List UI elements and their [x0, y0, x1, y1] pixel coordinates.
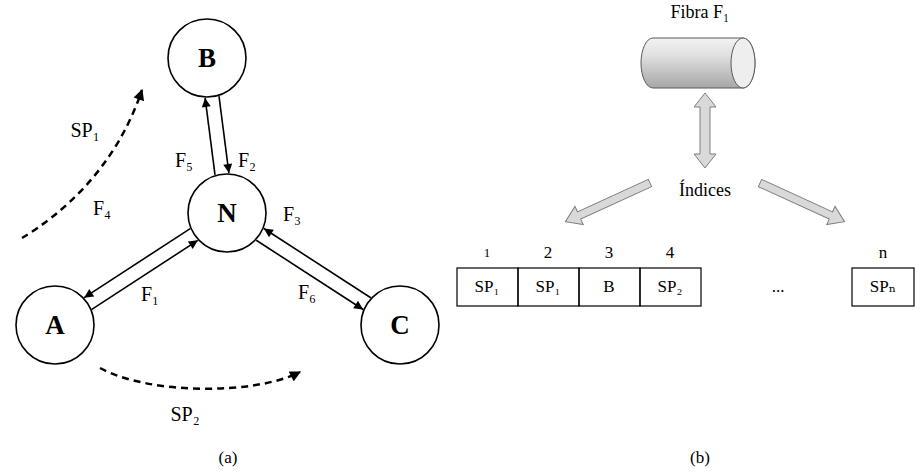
node-letter: C: [390, 310, 410, 341]
fiber-label: Fibra F₁: [625, 2, 775, 23]
fiber-label: F₅: [175, 149, 193, 171]
table-cell: ...: [772, 278, 785, 297]
fiber-label: F₄: [93, 197, 111, 219]
fiber-label: F₆: [298, 281, 316, 303]
index-number: 2: [544, 244, 553, 263]
path-label: SP₁: [70, 119, 99, 141]
network-node: B: [167, 18, 247, 98]
network-node: N: [187, 173, 267, 253]
caption-text: Índices: [679, 181, 731, 201]
table-cell: SP₁: [536, 278, 561, 297]
table-cell: SPₙ: [870, 278, 896, 297]
fiber-link: [256, 240, 363, 309]
panel-label: (b): [690, 449, 710, 468]
fiber-link: [92, 240, 198, 309]
fiber-cylinder: Fibra F₁: [625, 2, 775, 94]
network-node: A: [15, 285, 95, 365]
block-arrow: [756, 174, 849, 231]
path-arrow: [22, 90, 142, 238]
fiber-link: [264, 229, 371, 298]
table-cell: SP₁: [475, 278, 500, 297]
fiber-label: F₃: [283, 203, 301, 225]
table-cell: SP₂: [658, 278, 683, 297]
index-table: [457, 268, 914, 306]
fiber-link: [84, 229, 190, 298]
node-letter: A: [45, 310, 65, 341]
fiber-label: F₁: [141, 283, 159, 305]
fiber-label: F₂: [238, 149, 256, 171]
table-cell: B: [603, 278, 614, 297]
index-number: 3: [605, 244, 614, 263]
node-letter: N: [217, 198, 237, 229]
network-node: C: [360, 285, 440, 365]
path-arrow: [100, 368, 300, 389]
panel-label: (a): [219, 449, 238, 468]
index-number: n: [879, 244, 888, 263]
double-block-arrow: [694, 93, 716, 168]
fiber-link: [205, 98, 215, 175]
path-label: SP₂: [170, 403, 199, 425]
index-number: 1: [484, 246, 491, 260]
index-number: 4: [666, 244, 675, 263]
fiber-link: [219, 96, 229, 173]
node-letter: B: [198, 43, 216, 74]
block-arrow: [561, 174, 654, 231]
